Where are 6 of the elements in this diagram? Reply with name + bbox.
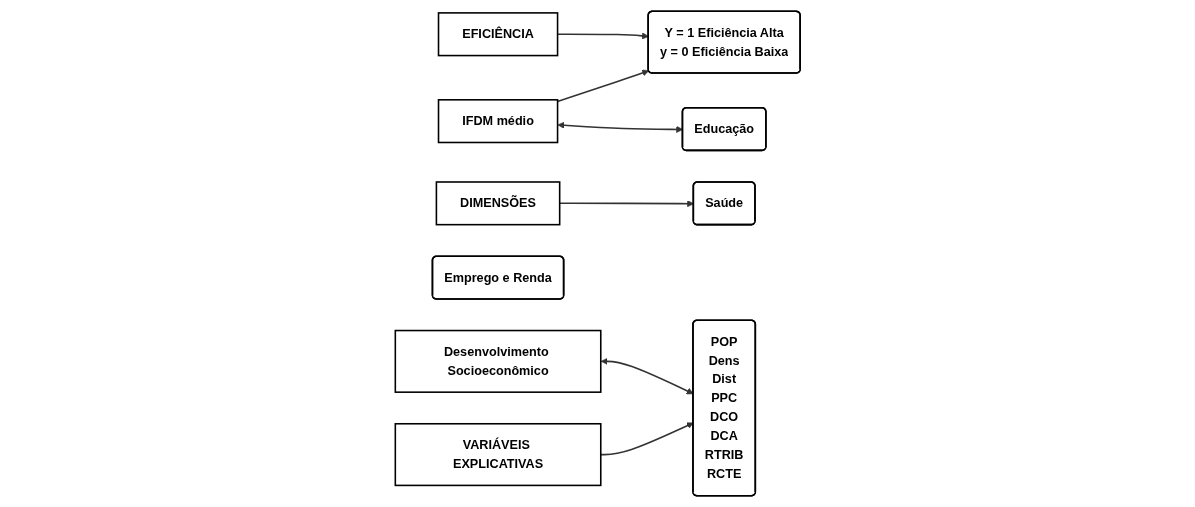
node-box: EFICIÊNCIA bbox=[437, 12, 559, 57]
arrow bbox=[557, 121, 683, 133]
node-box: Desenvolvimento Socioeconômico bbox=[394, 329, 602, 393]
node-box: VARIÁVEIS EXPLICATIVAS bbox=[394, 423, 602, 487]
node-box: DIMENSÕES bbox=[435, 181, 561, 226]
node-box: IFDM médio bbox=[437, 99, 559, 144]
